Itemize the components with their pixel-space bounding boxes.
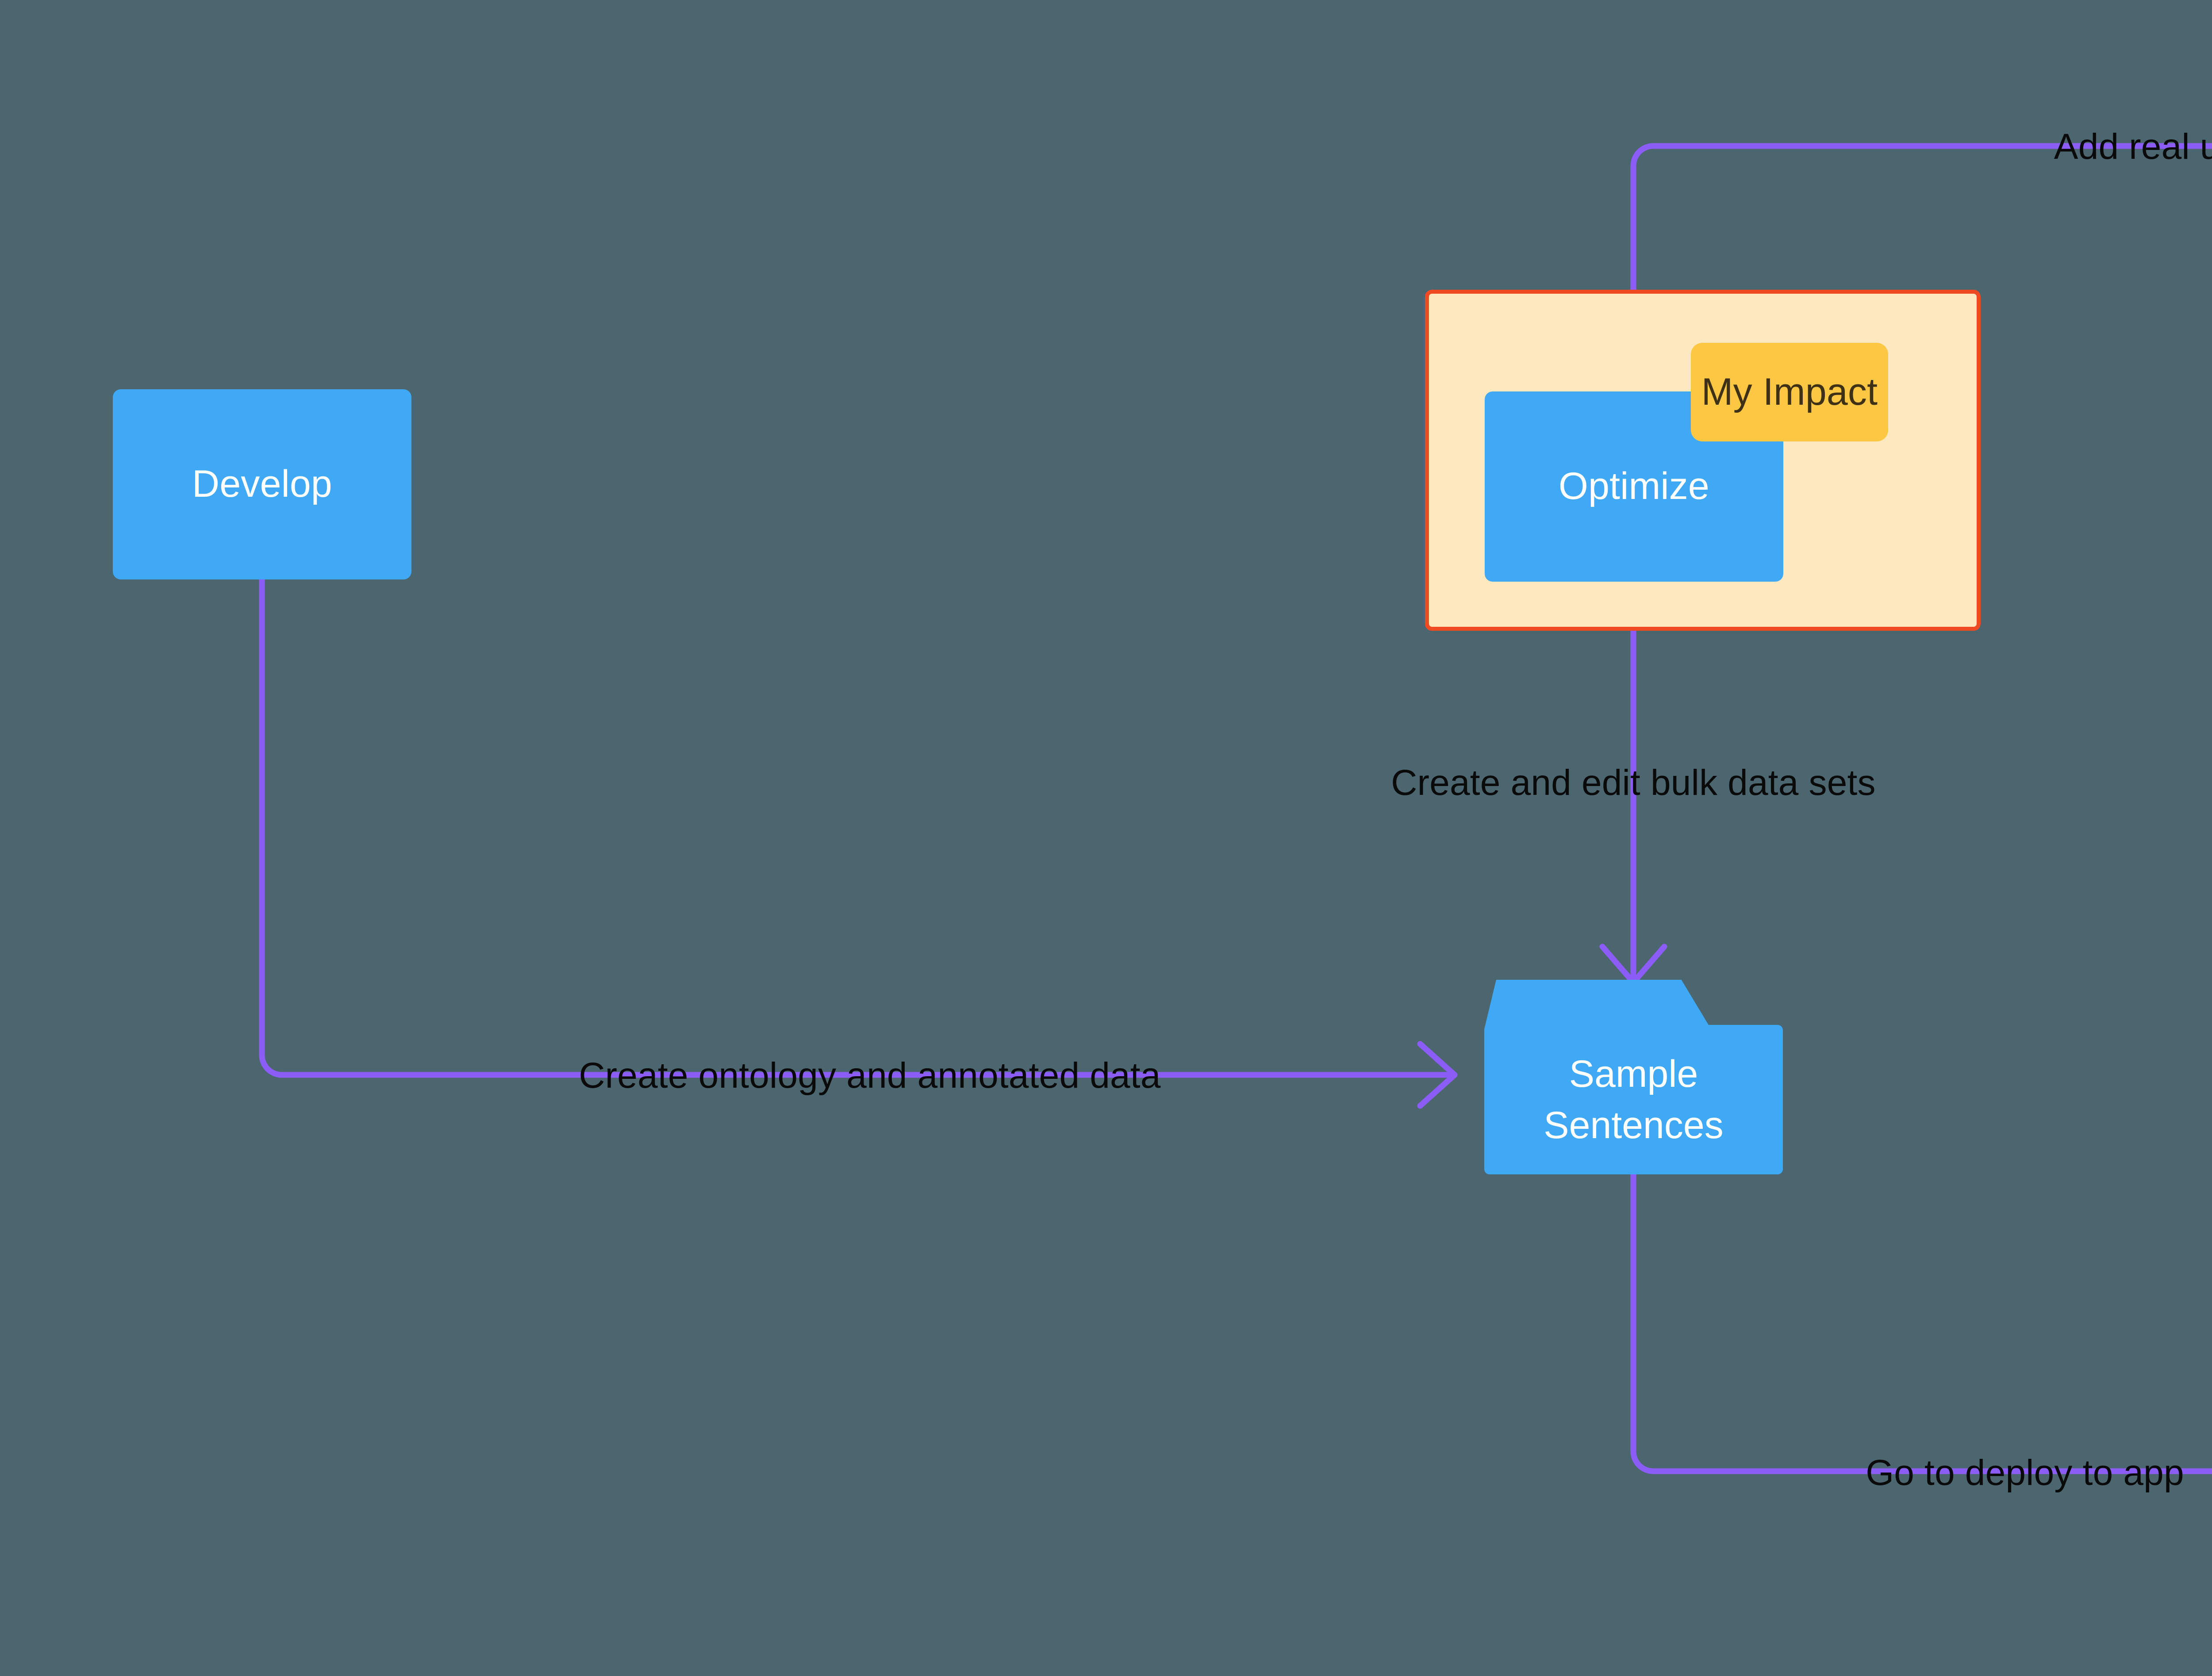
- edge-label-add-real-user-data: Add real user data to NLU model: [2054, 126, 2212, 167]
- edge-develop-to-sample-sentences: [259, 576, 1455, 1078]
- edge-label-go-to-deploy-to-app: Go to deploy to app: [1866, 1452, 2184, 1493]
- my-impact-badge-label: My Impact: [1701, 371, 1878, 413]
- node-sample-sentences-label: Sample Sentences: [1484, 1025, 1783, 1174]
- edge-label-create-ontology-and-annotated-data: Create ontology and annotated data: [579, 1055, 1161, 1096]
- node-develop-label: Develop: [192, 463, 332, 506]
- arrowhead-develop-to-sample-sentences: [1417, 1041, 1458, 1109]
- my-impact-badge[interactable]: My Impact: [1691, 343, 1888, 441]
- node-develop[interactable]: Develop: [113, 389, 411, 579]
- edge-label-create-and-edit-bulk-data-sets: Create and edit bulk data sets: [1391, 762, 1876, 803]
- node-optimize-label: Optimize: [1559, 465, 1709, 508]
- edge-sample-sentences-to-manage: [1630, 1170, 2212, 1474]
- node-sample-sentences[interactable]: Sample Sentences: [1484, 980, 1783, 1174]
- folder-icon: [1484, 980, 1711, 1029]
- arrowhead-into-sample-sentences: [1599, 943, 1667, 986]
